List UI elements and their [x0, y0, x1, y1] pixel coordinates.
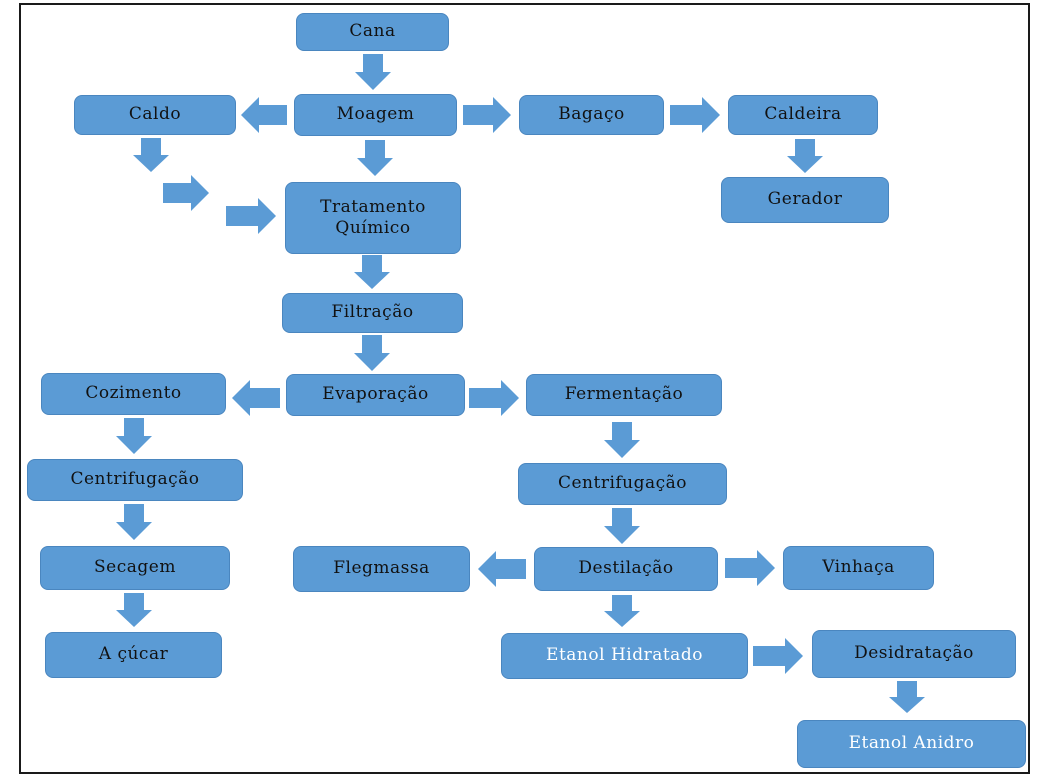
arrow-caldo-right-1 [163, 175, 209, 211]
arrow-bagaco-caldeira [670, 97, 720, 133]
arrow-filtracao-evaporacao [354, 335, 390, 371]
node-fermentacao: Fermentação [526, 374, 722, 416]
arrow-evaporacao-fermentacao [469, 380, 519, 416]
arrow-fermentacao-centrifugacao [604, 422, 640, 458]
arrow-destilacao-etanol [604, 595, 640, 627]
arrow-destilacao-vinhaca [725, 550, 775, 586]
node-filtracao: Filtração [282, 293, 463, 333]
arrow-cozimento-centrifugacao [116, 418, 152, 454]
node-moagem: Moagem [294, 94, 457, 136]
node-gerador: Gerador [721, 177, 889, 223]
node-tratamento-quimico: Tratamento Químico [285, 182, 461, 254]
tratamento-line1: Tratamento [320, 196, 426, 217]
arrow-evaporacao-cozimento [232, 380, 280, 416]
arrow-etanol-desidratacao [753, 638, 803, 674]
arrow-centrifugacao-destilacao [604, 508, 640, 544]
node-etanol-hidratado: Etanol Hidratado [501, 633, 748, 679]
arrow-caldeira-gerador [787, 139, 823, 173]
node-desidratacao: Desidratação [812, 630, 1016, 678]
node-evaporacao: Evaporação [286, 374, 465, 416]
tratamento-line2: Químico [335, 218, 411, 238]
arrow-tratamento-filtracao [354, 255, 390, 289]
arrow-moagem-bagaco [463, 97, 511, 133]
arrow-desidratacao-anidro [889, 681, 925, 713]
arrow-moagem-tratamento [357, 140, 393, 176]
arrow-destilacao-flegmassa [478, 551, 526, 587]
arrow-secagem-acucar [116, 593, 152, 627]
node-bagaco: Bagaço [519, 95, 664, 135]
node-cozimento: Cozimento [41, 373, 226, 415]
node-etanol-anidro: Etanol Anidro [797, 720, 1026, 768]
node-caldeira: Caldeira [728, 95, 878, 135]
node-flegmassa: Flegmassa [293, 546, 470, 592]
node-vinhaca: Vinhaça [783, 546, 934, 590]
node-acucar: A çúcar [45, 632, 222, 678]
arrow-caldo-down [133, 138, 169, 172]
arrow-moagem-caldo [241, 97, 287, 133]
node-destilacao: Destilação [534, 547, 718, 591]
node-secagem: Secagem [40, 546, 230, 590]
arrow-caldo-right-2 [226, 198, 276, 234]
node-cana: Cana [296, 13, 449, 51]
node-centrifugacao-left: Centrifugação [27, 459, 243, 501]
node-caldo: Caldo [74, 95, 236, 135]
node-centrifugacao-right: Centrifugação [518, 463, 727, 505]
arrow-cana-moagem [355, 54, 391, 90]
arrow-centrifugacao-secagem [116, 504, 152, 540]
